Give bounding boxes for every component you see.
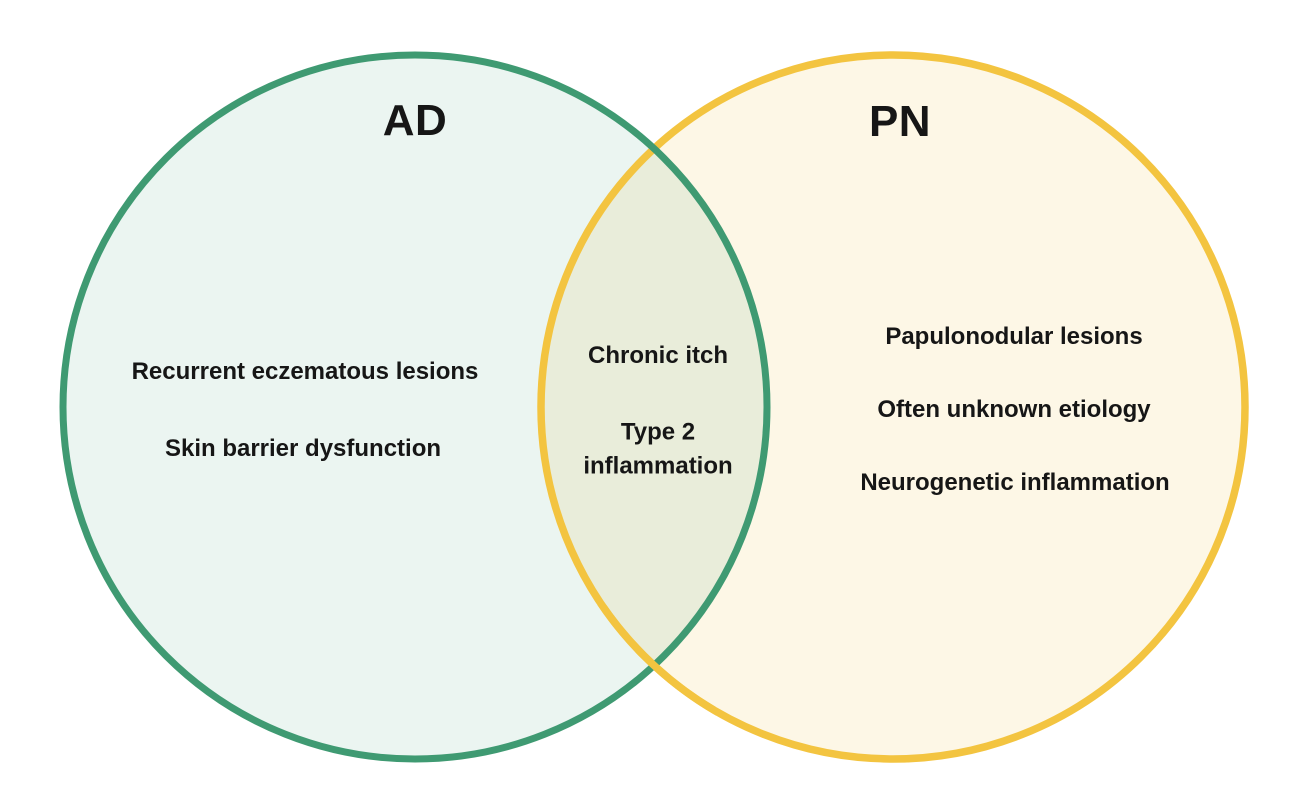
pn-item: Papulonodular lesions: [885, 323, 1143, 351]
ad-circle-outline: [59, 51, 771, 763]
pn-item: Neurogenetic inflammation: [860, 469, 1170, 497]
ad-circle-fill: [63, 55, 767, 759]
intersection-item: Type 2 inflammation: [583, 418, 733, 479]
ad-item: Recurrent eczematous lesions: [131, 358, 479, 386]
intersection-item: Chronic itch: [587, 342, 729, 370]
pn-circle-outline: [537, 51, 1249, 763]
ad-set-label: AD: [382, 96, 448, 145]
ad-item: Skin barrier dysfunction: [164, 435, 442, 463]
pn-set-label: PN: [868, 97, 932, 146]
pn-item: Often unknown etiology: [877, 396, 1151, 424]
